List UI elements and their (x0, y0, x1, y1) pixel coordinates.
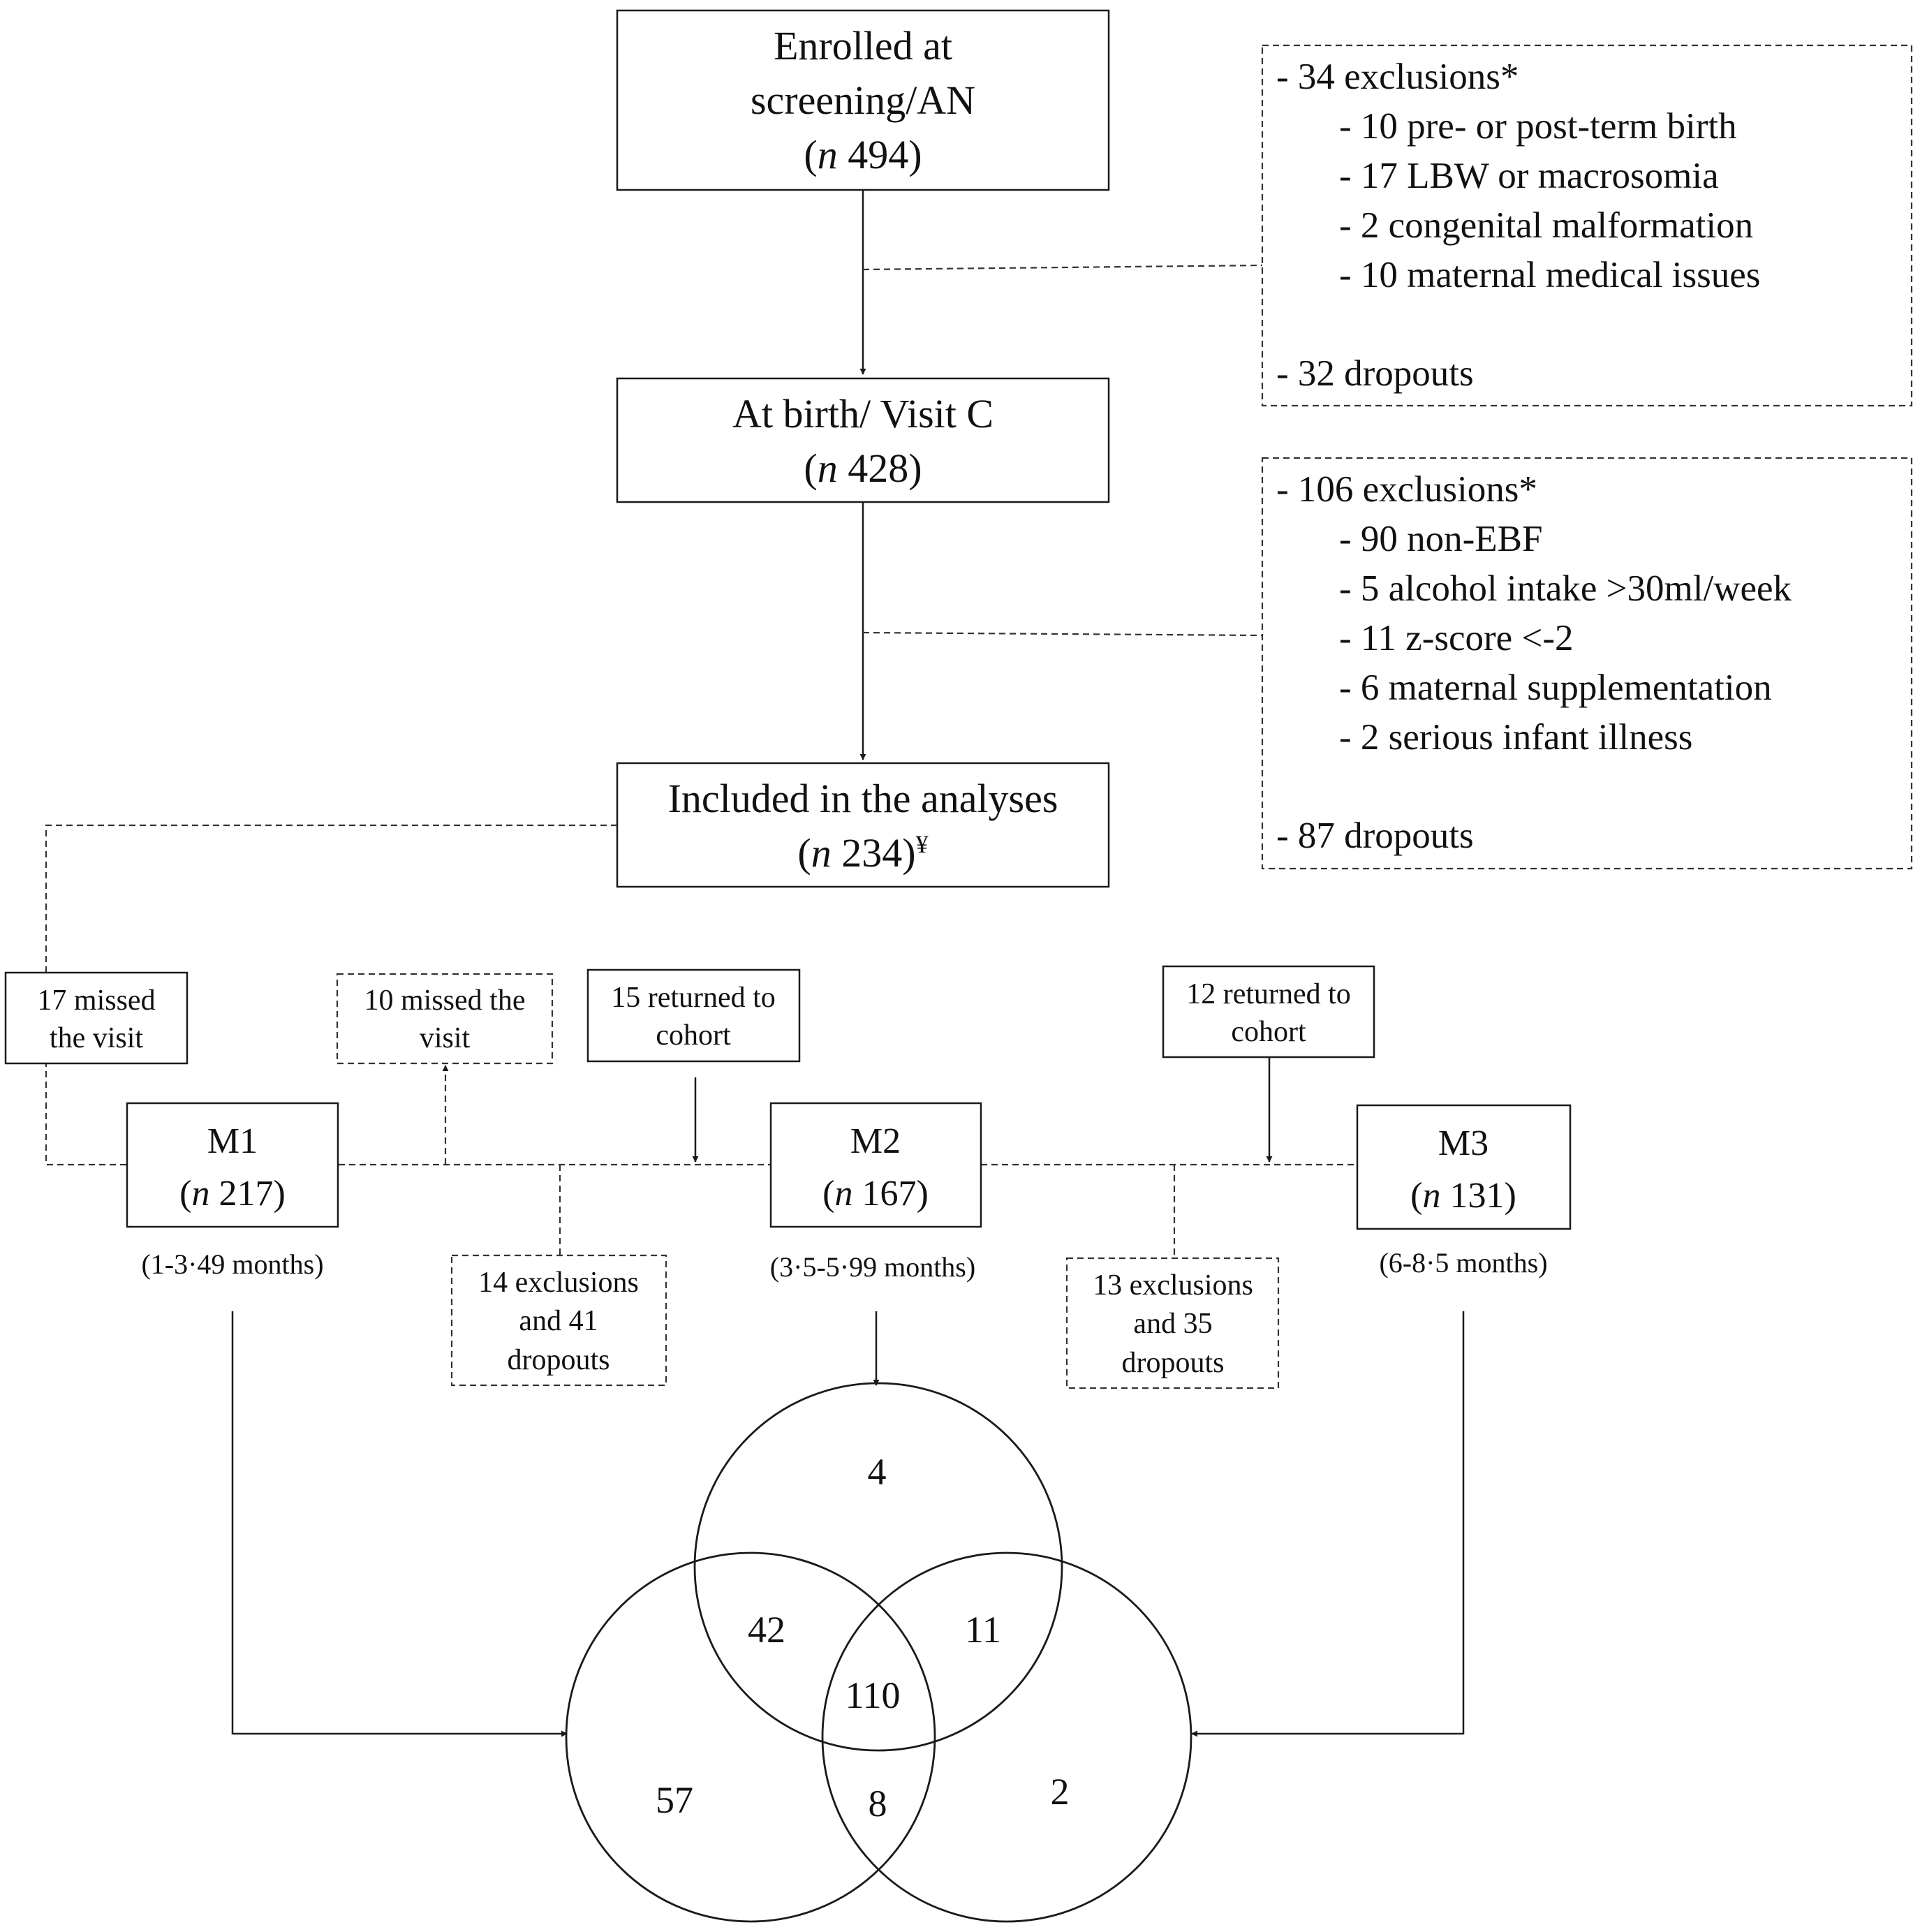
missed-10-line1: 10 missed the (364, 985, 526, 1017)
excl-13-line3: dropouts (1122, 1347, 1225, 1379)
returned-15-line2: cohort (656, 1019, 731, 1052)
exclusions-2-item: - 6 maternal supplementation (1339, 668, 1772, 708)
venn-m1-m3: 8 (869, 1783, 887, 1824)
exclusions-1-dropouts: - 32 dropouts (1276, 353, 1474, 394)
exclusions-2-dropouts: - 87 dropouts (1276, 816, 1474, 856)
enrolled-n: (n 494) (804, 132, 922, 177)
included-n: (n 234)¥ (797, 830, 928, 876)
exclusions-2-item: - 11 z-score <-2 (1339, 618, 1573, 658)
venn-m3-only: 2 (1051, 1771, 1070, 1813)
birth-n: (n 428) (804, 445, 922, 491)
exclusions-1-header: - 34 exclusions* (1276, 57, 1519, 97)
exclusions-box-2: - 106 exclusions* - 90 non-EBF - 5 alcoh… (1261, 457, 1913, 870)
connector-included-to-m1 (45, 824, 617, 1166)
venn-all-three: 110 (845, 1674, 901, 1716)
returned-15-line1: 15 returned to (611, 982, 776, 1014)
m3-label: M3 (1438, 1123, 1489, 1163)
returned-12-line1: 12 returned to (1186, 978, 1351, 1010)
included-box: Included in the analyses (n 234)¥ (616, 762, 1110, 888)
arrow-m1-to-venn (231, 1311, 568, 1737)
excl-14-line1: 14 exclusions (478, 1267, 639, 1299)
arrow-m3-to-venn (1191, 1311, 1465, 1737)
venn-m1-m2: 42 (748, 1609, 785, 1651)
exclusions-2-item: - 90 non-EBF (1339, 519, 1543, 559)
venn-m1-only: 57 (656, 1779, 693, 1821)
enrolled-line2: screening/AN (751, 78, 975, 123)
connector-exclusions-1 (862, 264, 1263, 271)
exclusions-14-box: 14 exclusions and 41 dropouts (450, 1254, 667, 1387)
venn-circle-m2 (693, 1382, 1063, 1752)
venn-circle-m3 (821, 1551, 1192, 1923)
included-line1: Included in the analyses (668, 776, 1058, 821)
venn-m2-m3: 11 (965, 1609, 1001, 1651)
m3-n: (n 131) (1410, 1176, 1516, 1216)
exclusions-1-item: - 10 pre- or post-term birth (1339, 106, 1737, 147)
exclusions-2-item: - 5 alcohol intake >30ml/week (1339, 568, 1792, 609)
enrolled-line1: Enrolled at (774, 23, 952, 68)
m2-range: (3·5-5·99 months) (770, 1251, 975, 1283)
venn-circle-m1 (565, 1551, 936, 1923)
exclusions-1-item: - 17 LBW or macrosomia (1339, 156, 1719, 196)
m3-box: M3 (n 131) (1356, 1104, 1572, 1230)
excl-14-line3: dropouts (508, 1344, 610, 1376)
connector-exclusions-2 (862, 631, 1263, 637)
returned-15-box: 15 returned to cohort (586, 968, 801, 1063)
returned-12-line2: cohort (1231, 1016, 1306, 1048)
m1-label: M1 (207, 1121, 258, 1161)
m2-box: M2 (n 167) (769, 1102, 982, 1228)
m3-range: (6-8·5 months) (1379, 1247, 1547, 1278)
excl-13-line2: and 35 (1133, 1308, 1212, 1340)
missed-17-box: 17 missed the visit (4, 971, 189, 1065)
enrolled-box: Enrolled at screening/AN (n 494) (616, 9, 1110, 191)
exclusions-1-item: - 10 maternal medical issues (1339, 255, 1760, 295)
birth-line1: At birth/ Visit C (732, 391, 994, 436)
missed-17-line2: the visit (50, 1022, 143, 1054)
missed-17-line1: 17 missed (37, 985, 155, 1017)
exclusions-1-item: - 2 congenital malformation (1339, 205, 1753, 246)
m2-n: (n 167) (822, 1174, 929, 1214)
exclusions-2-item: - 2 serious infant illness (1339, 717, 1692, 758)
birth-box: At birth/ Visit C (n 428) (616, 377, 1110, 503)
missed-10-line2: visit (420, 1022, 471, 1054)
m1-n: (n 217) (179, 1174, 286, 1214)
exclusions-13-box: 13 exclusions and 35 dropouts (1065, 1257, 1280, 1389)
exclusions-2-header: - 106 exclusions* (1276, 469, 1537, 510)
returned-12-box: 12 returned to cohort (1162, 965, 1375, 1059)
venn-m2-only: 4 (868, 1451, 887, 1493)
missed-10-box: 10 missed the visit (336, 973, 554, 1065)
excl-14-line2: and 41 (519, 1305, 598, 1337)
m1-box: M1 (n 217) (126, 1102, 339, 1228)
excl-13-line1: 13 exclusions (1093, 1269, 1253, 1301)
venn-diagram: 4 42 11 110 57 8 2 (565, 1382, 1192, 1923)
m2-label: M2 (850, 1121, 901, 1161)
m1-range: (1-3·49 months) (141, 1248, 323, 1280)
exclusions-box-1: - 34 exclusions* - 10 pre- or post-term … (1261, 44, 1913, 407)
